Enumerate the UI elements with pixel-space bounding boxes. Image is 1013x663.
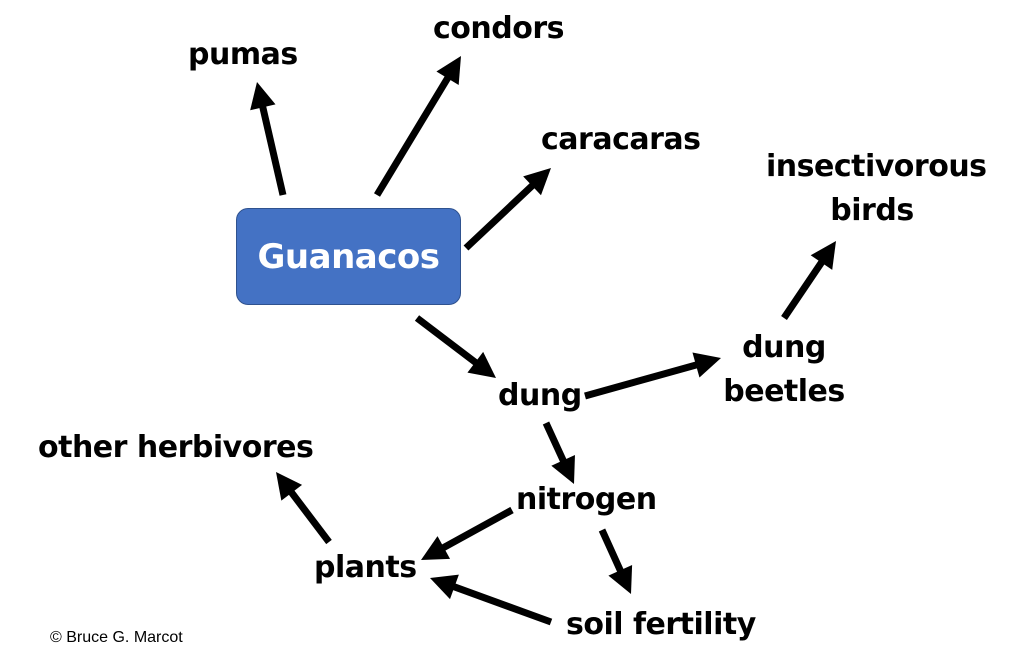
arrow-soil-fertility-to-plants-head xyxy=(430,574,459,600)
arrow-guanacos-to-dung-shaft xyxy=(414,315,480,367)
arrow-guanacos-to-condors xyxy=(374,56,461,197)
insectivorous-birds-label-line-2: birds xyxy=(830,193,914,228)
pumas-node: pumas xyxy=(188,33,298,77)
arrow-soil-fertility-to-plants-shaft xyxy=(451,582,553,626)
insectivorous-birds-node: insectivorous birds xyxy=(766,145,987,233)
arrow-nitrogen-to-soil-fertility-head xyxy=(608,564,633,594)
copyright-notice: © Bruce G. Marcot xyxy=(50,629,183,646)
arrow-guanacos-to-pumas-shaft xyxy=(258,104,287,196)
soil-fertility-node: soil fertility xyxy=(566,603,756,647)
arrow-nitrogen-to-soil-fertility xyxy=(598,528,633,594)
arrow-guanacos-to-dung-head xyxy=(467,351,496,378)
arrow-dung-beetles-to-insectivorous-birds-head xyxy=(810,241,836,270)
caracaras-node: caracaras xyxy=(541,118,701,162)
pumas-label: pumas xyxy=(188,37,298,72)
arrow-guanacos-to-caracaras-head xyxy=(523,168,551,196)
arrow-plants-to-other-herbivores-shaft xyxy=(287,489,332,545)
dung-beetles-node: dung beetles xyxy=(722,326,846,414)
arrow-dung-to-nitrogen-shaft xyxy=(542,421,568,464)
arrow-soil-fertility-to-plants xyxy=(430,574,553,626)
arrow-guanacos-to-dung xyxy=(414,315,496,378)
arrow-plants-to-other-herbivores-head xyxy=(276,472,303,501)
arrow-nitrogen-to-plants-head xyxy=(421,536,451,560)
arrow-guanacos-to-caracaras xyxy=(463,168,551,251)
other-herbivores-label: other herbivores xyxy=(38,430,314,465)
arrow-nitrogen-to-plants-shaft xyxy=(440,506,514,552)
arrow-dung-to-dung-beetles-shaft xyxy=(584,361,699,400)
plants-label: plants xyxy=(314,550,417,585)
dung-label: dung xyxy=(498,378,582,413)
arrow-guanacos-to-pumas xyxy=(250,82,287,196)
arrow-dung-to-dung-beetles-head xyxy=(692,352,721,378)
nitrogen-label: nitrogen xyxy=(516,482,657,517)
arrow-dung-to-dung-beetles xyxy=(584,352,721,400)
arrow-nitrogen-to-soil-fertility-shaft xyxy=(598,528,625,574)
soil-fertility-label: soil fertility xyxy=(566,607,756,642)
arrow-plants-to-other-herbivores xyxy=(276,472,332,545)
arrow-dung-beetles-to-insectivorous-birds xyxy=(781,241,836,320)
dung-node: dung xyxy=(498,374,582,418)
arrow-dung-to-nitrogen xyxy=(542,421,575,484)
arrow-guanacos-to-pumas-head xyxy=(250,82,276,111)
arrow-nitrogen-to-plants xyxy=(421,506,514,560)
guanacos-node: Guanacos xyxy=(236,208,461,305)
condors-label: condors xyxy=(433,11,565,46)
other-herbivores-node: other herbivores xyxy=(38,426,314,470)
condors-node: condors xyxy=(433,7,565,51)
plants-node: plants xyxy=(314,546,417,590)
dung-beetles-label-line-2: beetles xyxy=(723,374,845,409)
guanacos-label: Guanacos xyxy=(257,236,440,277)
nitrogen-node: nitrogen xyxy=(516,478,657,522)
arrow-guanacos-to-condors-shaft xyxy=(374,74,452,197)
dung-beetles-label-line-1: dung xyxy=(742,330,826,365)
caracaras-label: caracaras xyxy=(541,122,701,157)
arrow-dung-beetles-to-insectivorous-birds-shaft xyxy=(781,258,826,320)
insectivorous-birds-label-line-1: insectivorous xyxy=(766,149,987,184)
arrow-guanacos-to-condors-head xyxy=(436,56,461,85)
arrow-guanacos-to-caracaras-shaft xyxy=(463,181,536,251)
arrow-dung-to-nitrogen-head xyxy=(551,454,575,484)
